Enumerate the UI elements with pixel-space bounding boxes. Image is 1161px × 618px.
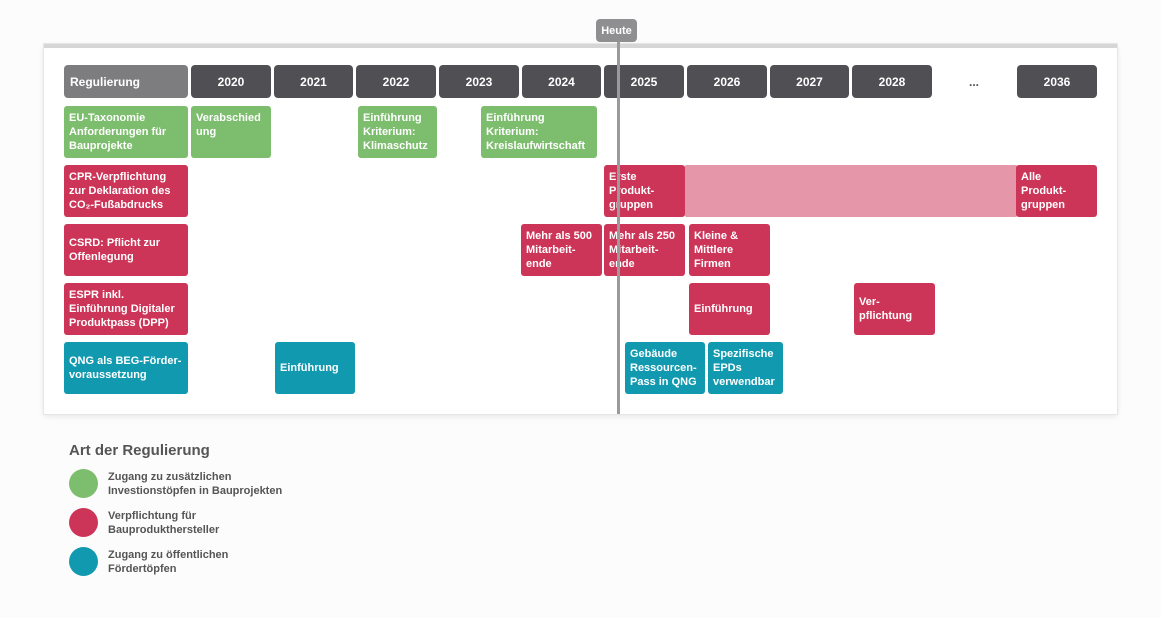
legend-green-label: Zugang zu zusätzlichen Investionstöpfen … [108,471,283,497]
year-2025-header: 2025 [604,65,684,98]
row-label-cpr: CPR-Verpflichtung zur Deklaration des CO… [64,165,188,217]
event-csrd-500: Mehr als 500 Mitarbeit- ende [521,224,602,276]
row-label-eu-taxonomie: EU-Taxonomie Anforderungen für Bauprojek… [64,106,188,158]
legend-red-dot [69,508,98,537]
event-eu-verabschiedung: Verabschied ung [191,106,271,158]
legend-green-dot [69,469,98,498]
year-2036-header: 2036 [1017,65,1097,98]
year-2021-header: 2021 [274,65,353,98]
today-marker-line [617,42,620,414]
legend-teal-dot [69,547,98,576]
event-espr-einfuehrung: Einführung [689,283,770,335]
event-cpr-alle-produktgruppen: Alle Produkt- gruppen [1016,165,1097,217]
legend-title: Art der Regulierung [69,442,210,459]
year-2022-header: 2022 [356,65,436,98]
today-marker-label: Heute [596,19,637,42]
years-ellipsis: ... [968,74,979,89]
event-qng-ressourcenpass: Gebäude Ressourcen- Pass in QNG [625,342,705,394]
event-eu-kreislaufwirtschaft: Einführung Kriterium: Kreislaufwirtschaf… [481,106,597,158]
event-qng-spezifische-epds: Spezifische EPDs verwendbar [708,342,783,394]
row-label-qng: QNG als BEG-Förder- voraussetzung [64,342,188,394]
year-2027-header: 2027 [770,65,849,98]
event-espr-verpflichtung: Ver- pflichtung [854,283,935,335]
year-2026-header: 2026 [687,65,767,98]
regulation-column-header: Regulierung [64,65,188,98]
event-qng-einfuehrung: Einführung [275,342,355,394]
cpr-rollout-band [684,165,1018,217]
legend-red-label: Verpflichtung für Bauprodukthersteller [108,510,220,536]
event-eu-klimaschutz: Einführung Kriterium: Klimaschutz [358,106,437,158]
event-csrd-kmu: Kleine & Mittlere Firmen [689,224,770,276]
year-2023-header: 2023 [439,65,519,98]
row-label-csrd: CSRD: Pflicht zur Offenlegung [64,224,188,276]
year-2028-header: 2028 [852,65,932,98]
row-label-espr: ESPR inkl. Einführung Digitaler Produktp… [64,283,188,335]
panel-top-border [44,44,1117,48]
year-2020-header: 2020 [191,65,271,98]
legend-teal-label: Zugang zu öffentlichen Fördertöpfen [108,549,229,575]
year-2024-header: 2024 [522,65,601,98]
